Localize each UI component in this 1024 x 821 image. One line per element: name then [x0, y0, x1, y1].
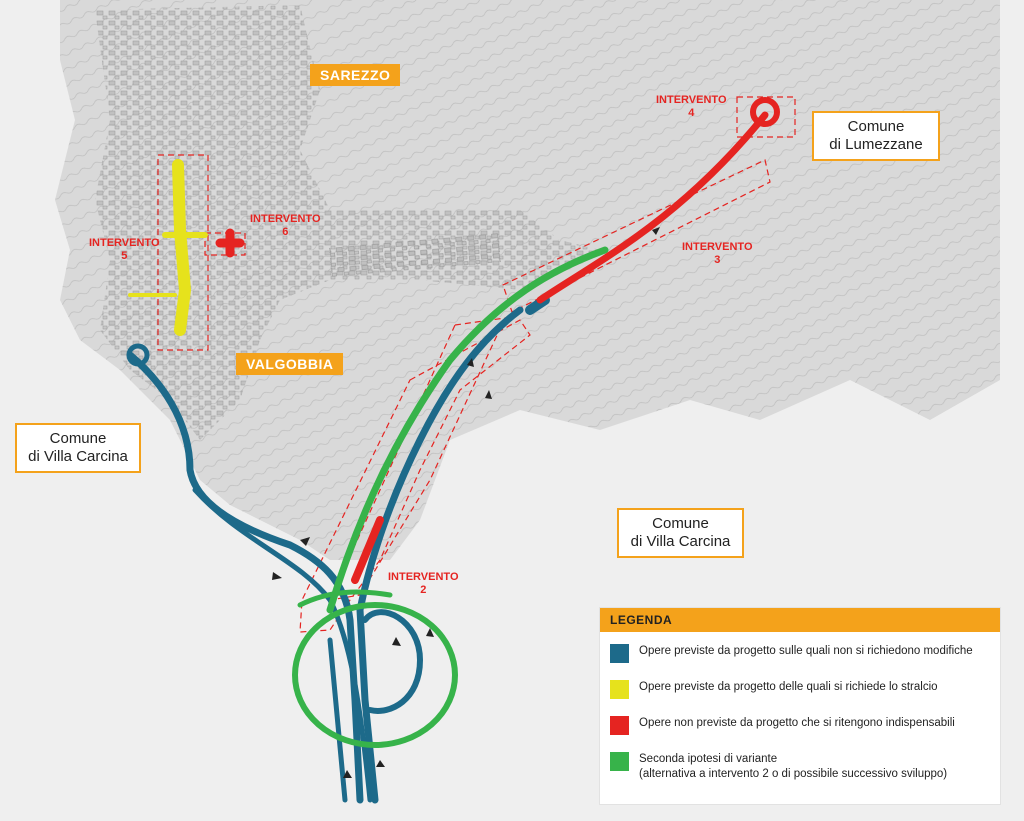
- comune-villa-carcina-right-box: Comune di Villa Carcina: [617, 508, 744, 558]
- comune-lumezzane-line1: Comune: [847, 118, 905, 135]
- intervento-4-number: 4: [688, 107, 695, 119]
- direction-arrows: [272, 227, 660, 778]
- intervento-6-title: INTERVENTO: [250, 213, 321, 225]
- intervento-3-number: 3: [714, 254, 721, 266]
- legend-text-yellow-line1: Opere previste da progetto delle quali s…: [639, 681, 938, 693]
- comune-villa-carcina-right-line2: di Villa Carcina: [630, 533, 731, 550]
- intervento-5-label: INTERVENTO 5: [89, 237, 160, 263]
- comune-villa-carcina-right-line1: Comune: [652, 515, 709, 532]
- legend-item-green: Seconda ipotesi di variante (alternativa…: [610, 752, 947, 782]
- legend-item-blue: Opere previste da progetto sulle quali n…: [610, 644, 973, 663]
- industrial-block: [329, 232, 501, 278]
- legend-text-green: Seconda ipotesi di variante (alternativa…: [639, 752, 947, 782]
- intervento-4-title: INTERVENTO: [656, 94, 727, 106]
- comune-villa-carcina-left-line1: Comune: [49, 430, 107, 447]
- urban-area: [95, 5, 600, 440]
- legend-item-red: Opere non previste da progetto che si ri…: [610, 716, 955, 735]
- legend-swatch-red: [610, 716, 629, 735]
- label-sarezzo: SAREZZO: [310, 64, 401, 86]
- intervento-3-title: INTERVENTO: [682, 241, 753, 253]
- intervento-2-number: 2: [420, 584, 427, 596]
- legend-text-blue: Opere previste da progetto sulle quali n…: [639, 644, 973, 659]
- legend-panel: LEGENDA Opere previste da progetto sulle…: [600, 608, 1000, 804]
- legend-text-red-line1: Opere non previste da progetto che si ri…: [639, 717, 955, 729]
- legend-text-green-line1: Seconda ipotesi di variante: [639, 753, 778, 765]
- comune-villa-carcina-left-box: Comune di Villa Carcina: [15, 423, 141, 473]
- comune-lumezzane-line2: di Lumezzane: [829, 136, 923, 153]
- legend-item-yellow: Opere previste da progetto delle quali s…: [610, 680, 938, 699]
- intervento-6-label: INTERVENTO 6: [250, 213, 321, 239]
- comune-villa-carcina-left-line2: di Villa Carcina: [28, 448, 128, 465]
- intervento-5-title: INTERVENTO: [89, 237, 160, 249]
- green-road-network: [292, 246, 609, 748]
- intervento-2-label: INTERVENTO 2: [388, 571, 459, 597]
- yellow-road-network: [128, 159, 208, 336]
- legend-swatch-green: [610, 752, 629, 771]
- legend-swatch-blue: [610, 644, 629, 663]
- comune-lumezzane-box: Comune di Lumezzane: [812, 111, 940, 161]
- legend-text-red: Opere non previste da progetto che si ri…: [639, 716, 955, 731]
- intervento-3-label: INTERVENTO 3: [682, 241, 753, 267]
- label-valgobbia: VALGOBBIA: [236, 353, 344, 375]
- intervento-2-title: INTERVENTO: [388, 571, 459, 583]
- intervento-6-number: 6: [282, 226, 289, 238]
- legend-title: LEGENDA: [600, 608, 1000, 632]
- legend-text-yellow: Opere previste da progetto delle quali s…: [639, 680, 938, 695]
- legend-swatch-yellow: [610, 680, 629, 699]
- legend-text-green-line2: (alternativa a intervento 2 o di possibi…: [639, 768, 948, 780]
- red-road-network: [215, 97, 780, 584]
- legend-text-blue-line1: Opere previste da progetto sulle quali n…: [639, 645, 973, 657]
- intervento-5-number: 5: [121, 250, 128, 262]
- intervento-4-label: INTERVENTO 4: [656, 94, 727, 120]
